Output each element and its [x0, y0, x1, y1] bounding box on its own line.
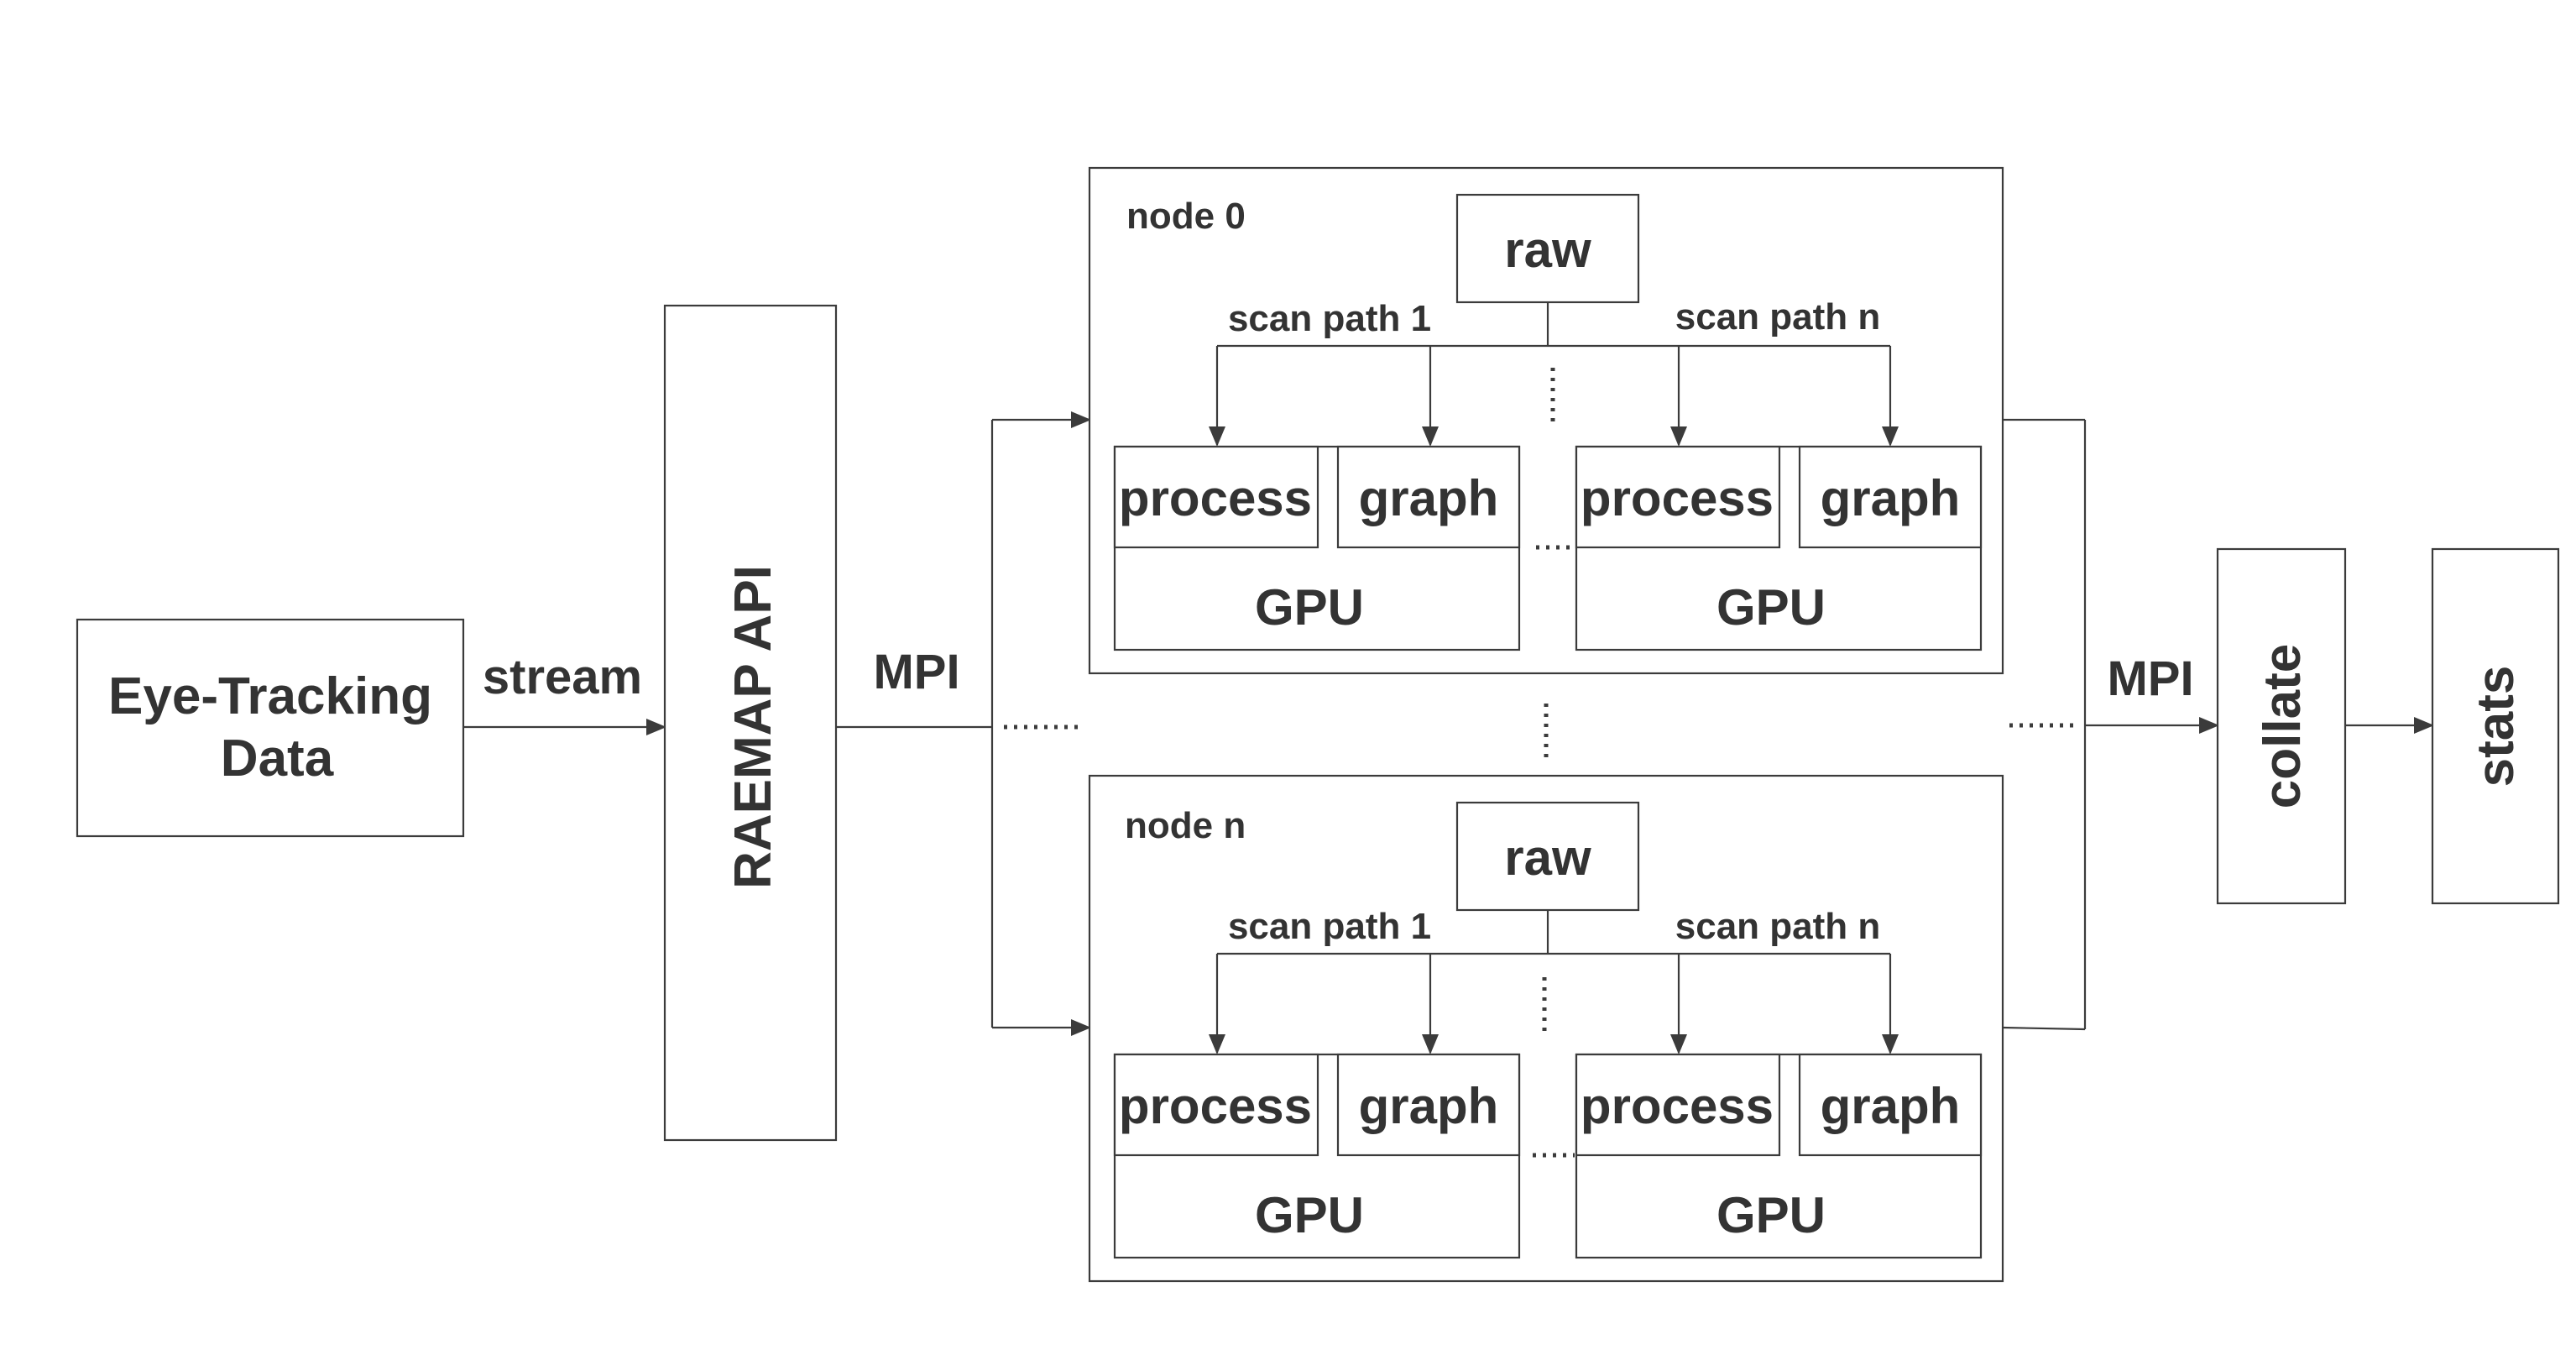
node-0-scan-path-last: scan path n — [1675, 296, 1881, 337]
node-n-graph-1: graph — [1359, 1078, 1499, 1134]
node-0-process-1: process — [1119, 470, 1312, 526]
node-0-gpu-unit-1: process graph GPU — [1113, 445, 1521, 651]
eye-tracking-data-box: Eye-Tracking Data — [76, 618, 465, 838]
api-label: RAEMAP API — [724, 565, 782, 889]
collate-box: collate — [2216, 547, 2347, 905]
node-n-process-2: process — [1581, 1078, 1774, 1134]
node-0-label: node 0 — [1126, 196, 1246, 237]
node-n-box: node n raw scan path 1 scan path n proce… — [1088, 774, 2004, 1283]
node-n-raw-label: raw — [1504, 829, 1591, 886]
collate-label: collate — [2254, 644, 2312, 808]
node-n-gpu-2: GPU — [1716, 1187, 1826, 1243]
node-0-gpu-1: GPU — [1255, 579, 1364, 636]
node-n-label: node n — [1125, 805, 1246, 846]
node-n-gpu-1: GPU — [1255, 1187, 1364, 1243]
node-n-raw-box — [1455, 801, 1640, 912]
node-0-gpu-unit-2: process graph GPU — [1575, 445, 1983, 651]
mpi-out-collection — [2002, 418, 2219, 1031]
mpi-out-label: MPI — [2107, 651, 2193, 706]
node-0-process-2: process — [1581, 470, 1774, 526]
node-0-scan-path-first: scan path 1 — [1228, 298, 1431, 339]
node-n-scan-path-last: scan path n — [1675, 906, 1881, 947]
source-label-line2: Data — [221, 730, 334, 787]
node-n-gpu-unit-1: process graph GPU — [1113, 1053, 1521, 1259]
mpi-in-distribution — [836, 411, 1091, 1036]
raemap-api-box: RAEMAP API — [663, 304, 838, 1142]
node-n-scan-path-first: scan path 1 — [1228, 906, 1431, 947]
node-0-graph-1: graph — [1359, 470, 1499, 526]
node-n-process-1: process — [1119, 1078, 1312, 1134]
source-label-line1: Eye-Tracking — [108, 667, 432, 725]
node-0-raw-box — [1455, 193, 1640, 304]
node-0-raw-label: raw — [1504, 222, 1591, 278]
stats-box: stats — [2431, 547, 2560, 905]
node-0-gpu-2: GPU — [1716, 579, 1826, 636]
mpi-in-label: MPI — [873, 645, 959, 699]
node-0-box: node 0 raw scan path 1 scan path n proce… — [1088, 166, 2004, 675]
node-n-gpu-unit-2: process graph GPU — [1575, 1053, 1983, 1259]
stream-label: stream — [483, 650, 642, 704]
stats-label: stats — [2467, 666, 2525, 787]
node-n-graph-2: graph — [1821, 1078, 1961, 1134]
node-0-graph-2: graph — [1821, 470, 1961, 526]
